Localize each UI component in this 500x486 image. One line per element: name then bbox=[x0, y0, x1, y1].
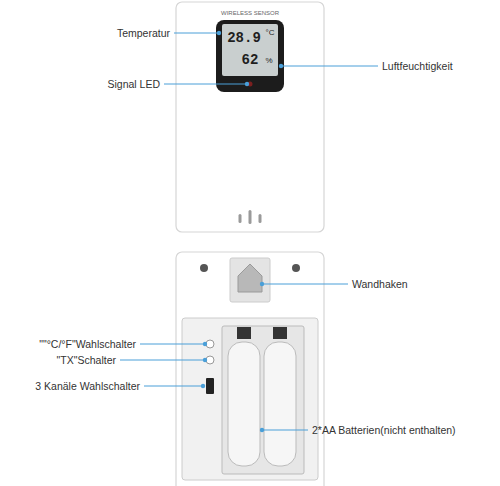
channel-switch bbox=[206, 378, 214, 394]
screw-hole bbox=[200, 264, 208, 272]
battery-bay bbox=[222, 326, 304, 474]
leader-line bbox=[262, 430, 308, 431]
leader-dot bbox=[260, 282, 264, 286]
leader-dot bbox=[245, 82, 249, 86]
leader-dot bbox=[260, 428, 264, 432]
leader-dot bbox=[279, 64, 283, 68]
battery bbox=[228, 342, 260, 466]
vent-slot bbox=[249, 210, 252, 224]
leader-line bbox=[164, 84, 247, 85]
lcd-humidity: 62 bbox=[242, 52, 259, 68]
leader-line bbox=[262, 284, 348, 285]
part-label: Signal LED bbox=[107, 78, 160, 90]
leader-line bbox=[140, 344, 205, 345]
device-print: WIRELESS SENSOR bbox=[221, 10, 279, 17]
screw-hole bbox=[292, 264, 300, 272]
leader-line bbox=[281, 66, 378, 67]
leader-dot bbox=[201, 384, 205, 388]
battery-compartment bbox=[182, 318, 318, 480]
display-bezel bbox=[216, 20, 284, 92]
wall-hook bbox=[238, 264, 262, 292]
part-label: Temperatur bbox=[117, 27, 170, 39]
part-label: 2*AA Batterien(nicht enthalten) bbox=[312, 424, 456, 436]
lcd-screen bbox=[222, 24, 278, 76]
sensor-back-housing bbox=[176, 252, 324, 486]
lcd-temperature: 28.9 bbox=[227, 30, 261, 46]
battery-terminal bbox=[237, 327, 251, 339]
part-label: Luftfeuchtigkeit bbox=[382, 60, 453, 72]
lcd-unit: % bbox=[265, 56, 272, 65]
battery bbox=[264, 342, 296, 466]
part-label: Wandhaken bbox=[352, 278, 408, 290]
vent-slot bbox=[259, 214, 262, 223]
lcd-unit: °C bbox=[266, 28, 275, 37]
vent-slot bbox=[239, 214, 242, 223]
part-label: "TX"Schalter bbox=[57, 354, 116, 366]
part-label: 3 Kanäle Wahlschalter bbox=[35, 380, 140, 392]
sensor-front-housing bbox=[176, 2, 324, 232]
wall-hook-recess bbox=[230, 258, 270, 302]
leader-dot bbox=[217, 31, 221, 35]
leader-line bbox=[120, 360, 205, 361]
battery-terminal bbox=[273, 327, 287, 339]
leader-dot bbox=[203, 358, 207, 362]
leader-line bbox=[174, 33, 219, 34]
leader-dot bbox=[203, 342, 207, 346]
part-label: ""°C/°F"Wahlschalter bbox=[39, 338, 136, 350]
leader-line bbox=[144, 386, 203, 387]
